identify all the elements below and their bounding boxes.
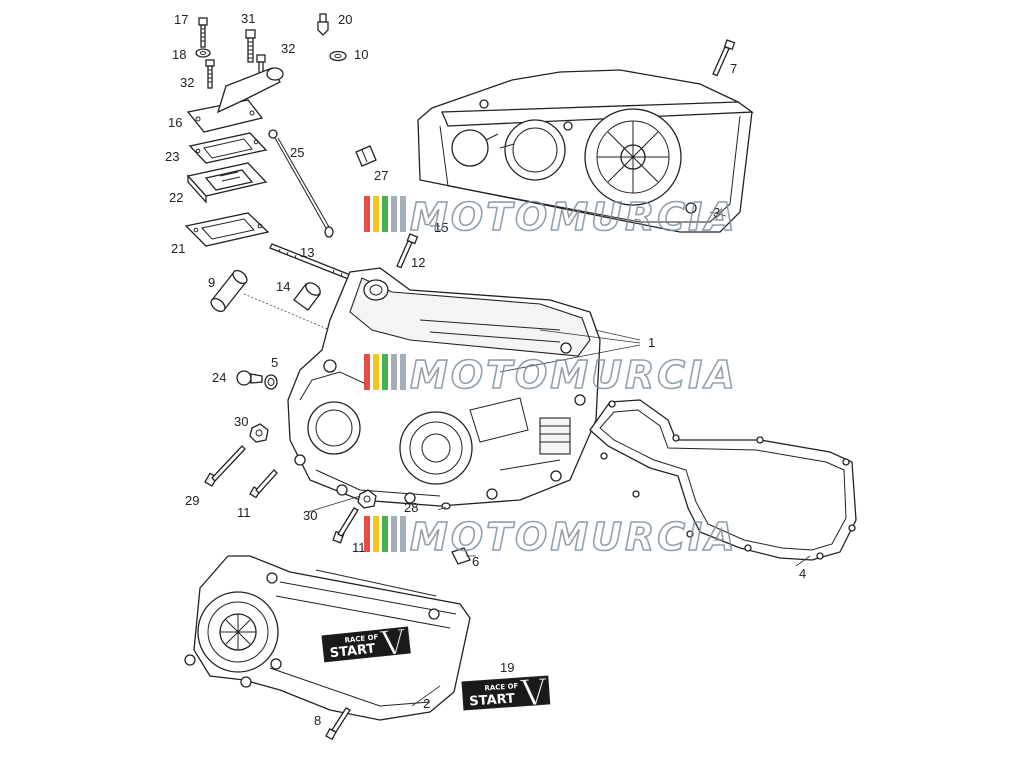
watermark-stripe: [400, 196, 406, 232]
callout-28: 28: [404, 500, 418, 515]
callout-31: 31: [241, 11, 255, 26]
callout-30b: 30: [303, 508, 317, 523]
callout-1: 1: [648, 335, 655, 350]
svg-text:V: V: [519, 672, 550, 715]
watermark-stripe: [364, 354, 370, 390]
callout-13: 13: [300, 245, 314, 260]
watermark-middle: MOTOMURCIA: [364, 352, 738, 398]
screw-32b: [205, 59, 215, 89]
crankcase-1: [287, 267, 601, 507]
intake-manifold-16: [186, 67, 284, 133]
decal-letter: V: [378, 622, 409, 665]
watermark-stripe: [382, 354, 388, 390]
callout-4: 4: [799, 566, 806, 581]
callout-25: 25: [290, 145, 304, 160]
watermark-stripe: [391, 516, 397, 552]
washer-10: [329, 50, 347, 62]
callout-24: 24: [212, 370, 226, 385]
callout-30: 30: [234, 414, 248, 429]
callout-27: 27: [374, 168, 388, 183]
watermark-text-bottom: MOTOMURCIA: [410, 515, 738, 559]
watermark-stripe: [400, 354, 406, 390]
callout-29: 29: [185, 493, 199, 508]
callout-19: 19: [500, 660, 514, 675]
callout-6: 6: [472, 554, 479, 569]
gasket-21: [184, 212, 270, 247]
watermark-stripe: [364, 196, 370, 232]
bolt-8: [325, 707, 351, 741]
bolt-11a: [249, 469, 278, 499]
o-ring-5: [264, 374, 278, 390]
svg-text:START: START: [469, 691, 516, 709]
callout-16: 16: [168, 115, 182, 130]
watermark-bottom: MOTOMURCIA: [364, 514, 738, 560]
watermark-stripe: [373, 354, 379, 390]
watermark-stripe: [382, 516, 388, 552]
gasket-23: [188, 132, 268, 164]
plug-24: [236, 370, 263, 386]
watermark-top: MOTOMURCIA: [364, 194, 738, 240]
callout-11: 11: [237, 505, 251, 520]
bolt-12: [396, 233, 419, 269]
callout-5: 5: [271, 355, 278, 370]
callout-18: 18: [172, 47, 186, 62]
bolt-11b: [332, 507, 359, 544]
alignment-line: [243, 293, 331, 331]
watermark-stripe: [391, 196, 397, 232]
start-decal-19: RACE OF START V: [461, 672, 551, 715]
callout-11b: 11: [352, 540, 366, 555]
bush-14: [293, 282, 321, 311]
callout-20: 20: [338, 12, 352, 27]
callout-labels: 17 31 20 18 32 10 7 32 16 23 25 27 22 3 …: [165, 11, 806, 728]
callout-32: 32: [281, 41, 295, 56]
callout-10: 10: [354, 47, 368, 62]
callout-15: 15: [434, 220, 448, 235]
plug-27: [355, 145, 377, 167]
dowel-pin-9: [210, 269, 248, 313]
nut-30b: [357, 489, 377, 509]
callout-12: 12: [411, 255, 425, 270]
case-gasket-4: [589, 399, 857, 561]
decal-main-word: START: [329, 642, 376, 662]
watermark-stripe: [391, 354, 397, 390]
nut-30a: [249, 423, 269, 443]
bolt-7: [712, 39, 736, 77]
callout-17: 17: [174, 12, 188, 27]
watermark-stripe: [382, 196, 388, 232]
callout-2: 2: [423, 696, 430, 711]
callout-3: 3: [713, 205, 720, 220]
decal-top-line: RACE OF: [344, 633, 379, 645]
clutch-cover-3: [417, 69, 754, 233]
plug-6: [451, 547, 471, 565]
callout-8: 8: [314, 713, 321, 728]
reed-valve-22: [186, 162, 268, 204]
bolt-17: [198, 17, 208, 48]
watermark-stripe: [364, 516, 370, 552]
watermark-stripe: [400, 516, 406, 552]
watermark-stripe: [373, 516, 379, 552]
callout-32b: 32: [180, 75, 194, 90]
watermark-stripe: [373, 196, 379, 232]
svg-text:RACE OF: RACE OF: [484, 682, 519, 692]
valve-20: [317, 13, 329, 36]
screw-31: [245, 29, 256, 63]
leader-lines: [307, 211, 811, 707]
callout-21: 21: [171, 241, 185, 256]
bolt-29: [204, 445, 246, 487]
start-decal-on-cover: RACE OF START V: [321, 622, 411, 665]
dipstick-25: [268, 129, 334, 238]
watermark-text-middle: MOTOMURCIA: [410, 353, 738, 397]
callout-7: 7: [730, 61, 737, 76]
washer-18: [195, 48, 211, 58]
callout-22: 22: [169, 190, 183, 205]
watermark-text-top: MOTOMURCIA: [410, 195, 738, 239]
callout-14: 14: [276, 279, 290, 294]
callout-23: 23: [165, 149, 179, 164]
callout-9: 9: [208, 275, 215, 290]
